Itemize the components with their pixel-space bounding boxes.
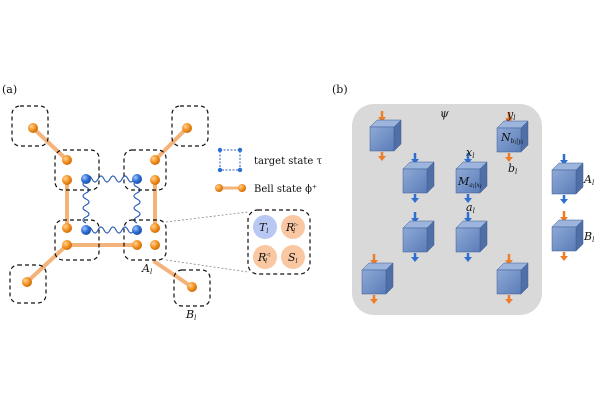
box-node-br (123, 219, 167, 261)
sphere-tr-corner (182, 123, 192, 133)
link-bl (25, 243, 69, 284)
cube-b-n (496, 112, 529, 162)
blue-spheres (81, 174, 142, 235)
psi-region (352, 104, 542, 315)
m-label: Mal|xl (457, 175, 482, 190)
cube-a-m (455, 153, 488, 203)
link-br (153, 260, 194, 289)
legend: target state τ Bell state ϕ⁺ (215, 147, 323, 195)
legend-bell-label: Bell state ϕ⁺ (254, 184, 317, 195)
cube-a-1 (402, 153, 435, 203)
inset-r1 (281, 215, 305, 239)
cubes-layer (361, 111, 584, 304)
bell-links (25, 126, 194, 289)
spring-top (85, 175, 135, 183)
psi-label: ψ (440, 107, 449, 120)
panel-a-label: (a) (2, 83, 17, 96)
cube-b-3 (361, 254, 394, 304)
box-node-tr (123, 149, 167, 191)
legend-b-label: Bl (583, 230, 594, 244)
box-corner-tl (11, 105, 49, 147)
legend-target-label: target state τ (254, 156, 323, 167)
sphere-br-corner (187, 282, 197, 292)
link-tr (153, 126, 189, 162)
box-node-bl (54, 219, 100, 261)
cube-b-topleft (369, 111, 402, 161)
spring-bottom (85, 226, 135, 234)
box-corner-bl (9, 264, 47, 304)
b-label: bl (508, 162, 517, 176)
orange-spheres (22, 123, 197, 292)
dashed-boxes (9, 105, 211, 307)
svg-text:R▷l: R▷l (285, 221, 298, 235)
inset-s (281, 245, 305, 269)
legend-cube-a (551, 154, 584, 204)
legend-cube-b (551, 211, 584, 261)
cube-a-2 (402, 212, 435, 262)
box-node-tl (54, 149, 100, 191)
cube-a-3 (455, 212, 488, 262)
link-tl (31, 126, 69, 162)
inset-node: Tl R▷l R◁l Sl (247, 209, 311, 275)
svg-text:Tl: Tl (259, 221, 268, 235)
box-corner-tr (171, 105, 209, 147)
panel-b-label: (b) (332, 83, 348, 96)
svg-text:Sl: Sl (288, 251, 298, 265)
cube-b-2 (496, 254, 529, 304)
inset-r2 (253, 245, 277, 269)
sphere-tl-corner (28, 123, 38, 133)
inset-leaders (165, 211, 249, 273)
inset-t (253, 215, 277, 239)
target-springs (82, 175, 141, 234)
spring-left (82, 180, 90, 224)
node-label-b: Bl (185, 308, 196, 322)
a-label: al (466, 201, 475, 215)
legend-target-icon (219, 149, 241, 171)
sphere-bl-corner (22, 277, 32, 287)
y-label: yl (506, 108, 515, 122)
box-corner-br (173, 269, 211, 307)
n-label: Nbl|yl (500, 131, 524, 146)
node-label-a: Al (141, 262, 152, 276)
spring-right (133, 180, 141, 224)
svg-text:R◁l: R◁l (257, 251, 270, 265)
x-label: xl (466, 146, 474, 160)
legend-a-label: Al (583, 173, 594, 187)
